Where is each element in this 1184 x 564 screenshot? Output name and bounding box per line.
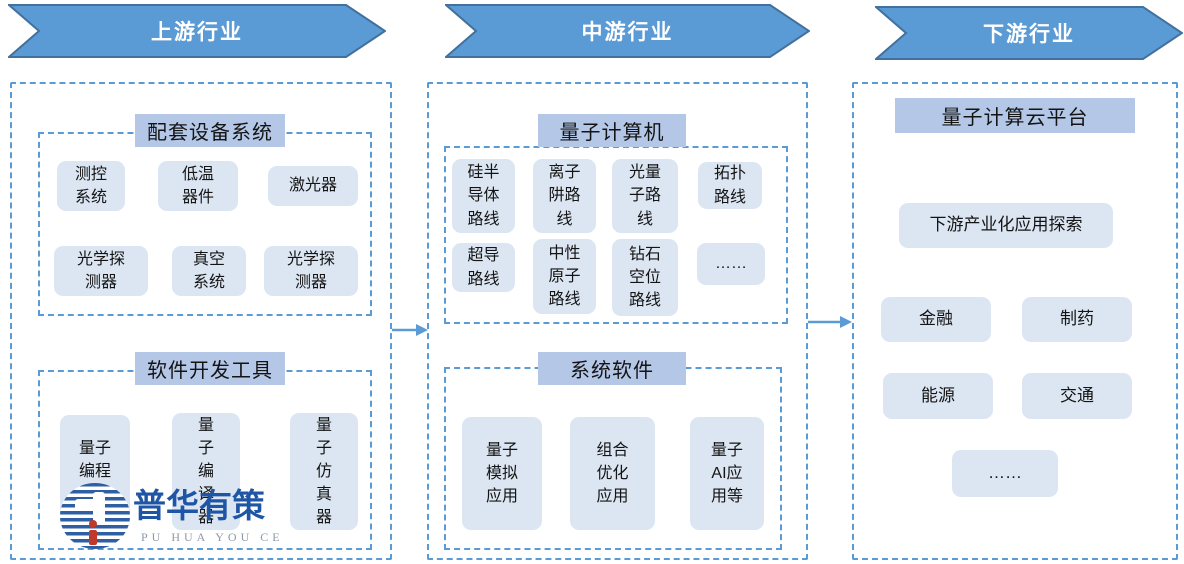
item-quantum-ai-app: 量子 AI应 用等 <box>690 417 764 530</box>
item-pharmaceutical: 制药 <box>1022 297 1132 342</box>
item-finance: 金融 <box>881 297 991 342</box>
item-combinatorial-optimization-app: 组合 优化 应用 <box>570 417 655 530</box>
upstream-column <box>10 82 392 560</box>
chevron-shape <box>8 4 386 58</box>
item-optical-detector-1: 光学探 测器 <box>54 246 148 296</box>
downstream-column <box>852 82 1178 560</box>
stage-banner-midstream: 中游行业 <box>445 4 810 58</box>
stage-banner-downstream: 下游行业 <box>875 6 1183 60</box>
stage-label: 上游行业 <box>151 21 243 44</box>
logo-red-dot <box>89 520 97 528</box>
logo-wordmark: 普华有策 <box>133 487 265 524</box>
item-ion-trap-route: 离子 阱路 线 <box>533 159 596 233</box>
stage-label: 下游行业 <box>983 23 1075 46</box>
item-quantum-simulation-app: 量子 模拟 应用 <box>462 417 542 530</box>
item-downstream-application-exploration: 下游产业化应用探索 <box>899 203 1113 248</box>
item-topological-route: 拓扑 路线 <box>698 162 762 209</box>
item-silicon-route: 硅半 导体 路线 <box>452 159 515 233</box>
item-quantum-simulator: 量 子 仿 真 器 <box>290 413 358 530</box>
item-neutral-atom-route: 中性 原子 路线 <box>533 239 596 314</box>
logo-subtitle: PU HUA YOU CE <box>141 530 284 544</box>
stage-banner-upstream: 上游行业 <box>8 4 386 58</box>
stage-label: 中游行业 <box>581 21 674 44</box>
item-optical-detector-2: 光学探 测器 <box>264 246 358 296</box>
logo-path-shape <box>75 499 99 510</box>
group-header-system-software: 系统软件 <box>538 352 686 385</box>
item-cryogenic: 低温 器件 <box>158 161 238 211</box>
chevron-shape <box>445 4 810 58</box>
item-diamond-vacancy-route: 钻石 空位 路线 <box>612 239 678 316</box>
item-more-sectors-ellipsis: …… <box>952 450 1058 497</box>
item-laser: 激光器 <box>268 166 358 206</box>
group-header-quantum-computer: 量子计算机 <box>538 114 686 147</box>
arrow-upstream-to-midstream <box>392 322 428 343</box>
quantum-computer-group-box <box>444 146 788 324</box>
item-superconducting-route: 超导 路线 <box>452 243 515 292</box>
item-measure-control: 测控 系统 <box>57 161 125 211</box>
chevron-shape <box>875 6 1183 60</box>
header-quantum-cloud-platform: 量子计算云平台 <box>895 98 1135 133</box>
item-vacuum: 真空 系统 <box>172 246 246 296</box>
puhuayouce-logo-icon <box>60 483 130 549</box>
item-quantum-compiler: 量 子 编 译 器 <box>172 413 240 530</box>
item-energy: 能源 <box>883 373 993 419</box>
item-photonic-route: 光量 子路 线 <box>612 159 678 233</box>
midstream-column <box>427 82 808 560</box>
arrow-midstream-to-downstream <box>808 314 852 335</box>
item-more-routes-ellipsis: …… <box>697 243 765 285</box>
item-transportation: 交通 <box>1022 373 1132 419</box>
group-header-software-tools: 软件开发工具 <box>135 352 285 385</box>
logo-red-bar <box>89 530 97 545</box>
group-header-equipment: 配套设备系统 <box>135 114 285 147</box>
